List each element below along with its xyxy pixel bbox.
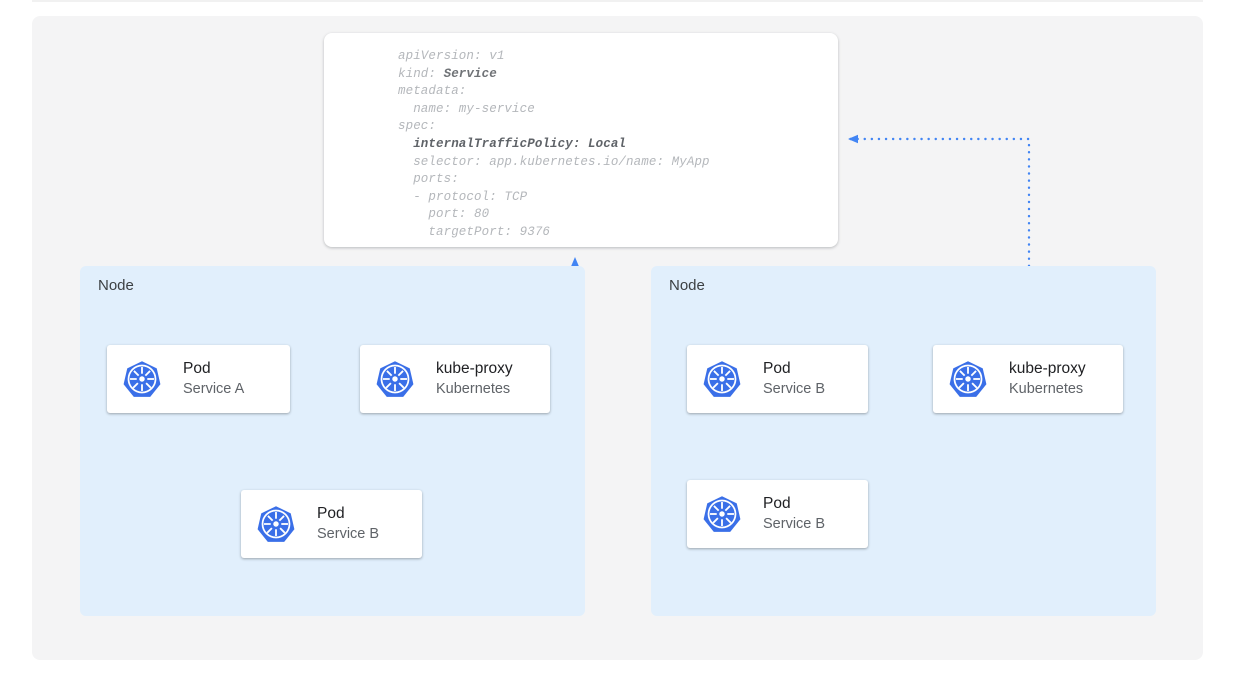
node-right-label: Node bbox=[669, 277, 705, 294]
yaml-line: selector: app.kubernetes.io/name: MyApp bbox=[398, 154, 710, 169]
card-title: Pod bbox=[763, 495, 791, 512]
kubernetes-icon bbox=[703, 495, 741, 533]
yaml-line: name: my-service bbox=[398, 101, 535, 116]
card-title: Pod bbox=[183, 360, 211, 377]
card-subtitle: Service B bbox=[317, 526, 380, 542]
node-right: Node bbox=[651, 266, 1156, 616]
card-title: kube-proxy bbox=[436, 360, 513, 377]
service-manifest-card: apiVersion: v1 kind: Service metadata: nam… bbox=[324, 33, 838, 247]
yaml-line: internalTrafficPolicy: Local bbox=[398, 136, 627, 151]
card-pod-service-b-right-top[interactable]: Pod Service B bbox=[687, 345, 868, 413]
yaml-line: - protocol: TCP bbox=[398, 189, 528, 204]
yaml-line: ports: bbox=[398, 172, 459, 187]
card-pod-service-b-left[interactable]: Pod Service B bbox=[241, 490, 422, 558]
card-subtitle: Kubernetes bbox=[436, 381, 511, 397]
card-title: kube-proxy bbox=[1009, 360, 1086, 377]
card-subtitle: Kubernetes bbox=[1009, 381, 1084, 397]
card-subtitle: Service B bbox=[763, 381, 826, 397]
card-subtitle: Service A bbox=[183, 381, 245, 397]
card-pod-service-b-right-bottom[interactable]: Pod Service B bbox=[687, 480, 868, 548]
card-subtitle: Service B bbox=[763, 516, 826, 532]
card-kube-proxy-right[interactable]: kube-proxy Kubernetes bbox=[933, 345, 1123, 413]
top-divider bbox=[32, 0, 1203, 2]
kubernetes-icon bbox=[949, 360, 987, 398]
node-left-label: Node bbox=[98, 277, 134, 294]
kubernetes-icon bbox=[376, 360, 414, 398]
card-kube-proxy-left[interactable]: kube-proxy Kubernetes bbox=[360, 345, 550, 413]
yaml-line: apiVersion: v1 bbox=[398, 49, 505, 63]
card-title: Pod bbox=[317, 505, 345, 522]
card-pod-service-a[interactable]: Pod Service A bbox=[107, 345, 290, 413]
kubernetes-icon bbox=[123, 360, 161, 398]
kubernetes-icon bbox=[257, 505, 295, 543]
yaml-line: targetPort: 9376 bbox=[398, 224, 551, 239]
node-left: Node bbox=[80, 266, 585, 616]
yaml-line: metadata: bbox=[398, 84, 467, 99]
service-manifest-code: apiVersion: v1 kind: Service metadata: nam… bbox=[398, 48, 710, 242]
kubernetes-icon bbox=[703, 360, 741, 398]
card-title: Pod bbox=[763, 360, 791, 377]
yaml-line: kind: Service bbox=[398, 66, 497, 81]
yaml-line: port: 80 bbox=[398, 207, 490, 222]
yaml-line: spec: bbox=[398, 119, 437, 134]
